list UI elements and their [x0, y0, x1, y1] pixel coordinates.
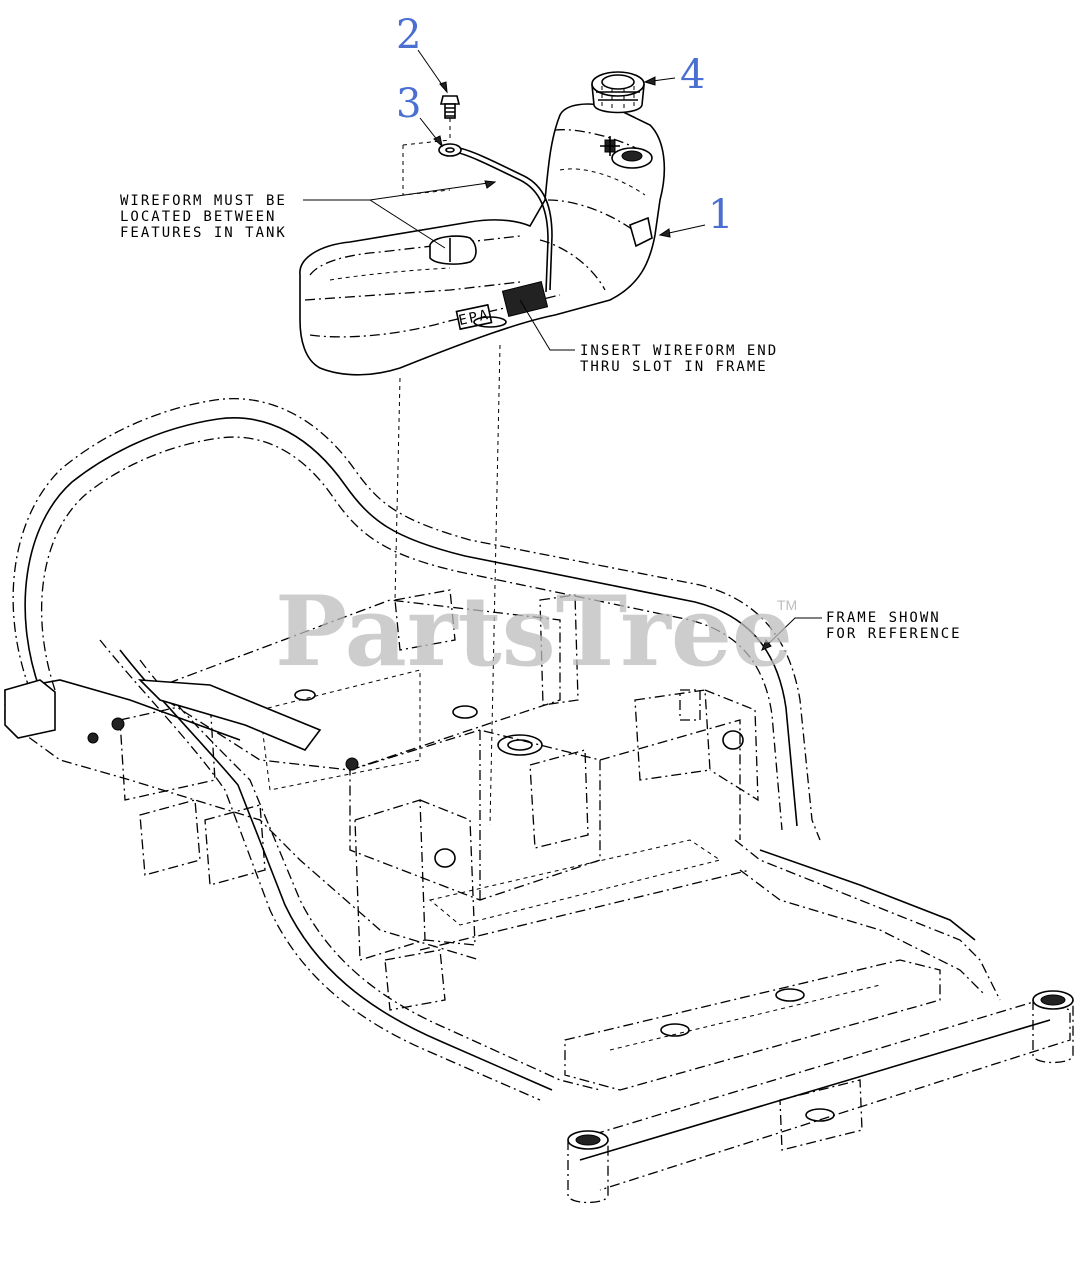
frame-front-bar-inner [99, 639, 541, 1101]
callout-numbers: 2 3 4 1 [396, 12, 733, 238]
frame-brackets [119, 589, 863, 1151]
note-insert-line-1: INSERT WIREFORM END [580, 343, 778, 359]
frame-front-bar [139, 659, 601, 1091]
frame-bolts [87, 717, 359, 771]
frame-front-crossbar [574, 999, 1071, 1191]
note-frame-line-1: FRAME SHOWN [826, 610, 941, 626]
note-wireform-line-2: LOCATED BETWEEN [120, 209, 276, 225]
hex-bolt [439, 95, 461, 119]
frame-rollbar-outer [12, 398, 821, 841]
tank-recess-feature [429, 235, 477, 265]
fuel-tank-body [299, 103, 666, 376]
tank-side-bracket [629, 216, 653, 248]
callout-leaders [303, 49, 822, 651]
watermark: PartsTree TM [275, 575, 797, 688]
fuel-cap [591, 71, 645, 114]
frame-front-bar-edge [119, 649, 553, 1091]
frame-rear-left-cap [4, 679, 56, 739]
frame-right-rail [734, 839, 1001, 1001]
note-wireform: WIREFORM MUST BE LOCATED BETWEEN FEATURE… [120, 193, 287, 241]
frame-left-rail [4, 690, 481, 961]
tank-barcode-label [501, 280, 549, 318]
leader-frame-note [761, 617, 822, 651]
chassis-deck [148, 599, 941, 1091]
callout-1: 1 [708, 192, 733, 238]
tank-epa-label: EPA [457, 307, 491, 329]
frame-front-crossbar-edge [579, 1019, 1051, 1161]
tank-epa-label-box [455, 303, 493, 331]
seat-bracket-plate [137, 679, 322, 751]
leader-insert-note [519, 299, 575, 351]
note-frame: FRAME SHOWN FOR REFERENCE [826, 610, 962, 642]
frame-right-rail-2 [739, 869, 986, 996]
note-wireform-line-1: WIREFORM MUST BE [120, 193, 287, 209]
left-caster-post [567, 1130, 609, 1204]
right-caster-post [1032, 990, 1074, 1064]
tank-mount-slot [473, 316, 507, 328]
frame-assembly [4, 398, 1074, 1204]
note-insert-line-2: THRU SLOT IN FRAME [580, 359, 768, 375]
fuel-tank: EPA [299, 103, 666, 376]
note-frame-line-2: FOR REFERENCE [826, 626, 962, 642]
note-wireform-line-3: FEATURES IN TANK [120, 225, 287, 241]
callout-2: 2 [396, 12, 421, 58]
watermark-text: PartsTree [275, 575, 793, 688]
note-insert: INSERT WIREFORM END THRU SLOT IN FRAME [580, 343, 778, 375]
callout-4: 4 [680, 52, 705, 98]
wireform [438, 143, 553, 293]
callout-3: 3 [396, 81, 421, 127]
watermark-tm: TM [777, 597, 797, 613]
frame-right-rail-edge [759, 849, 976, 941]
frame-rollbar-edge [24, 417, 798, 827]
